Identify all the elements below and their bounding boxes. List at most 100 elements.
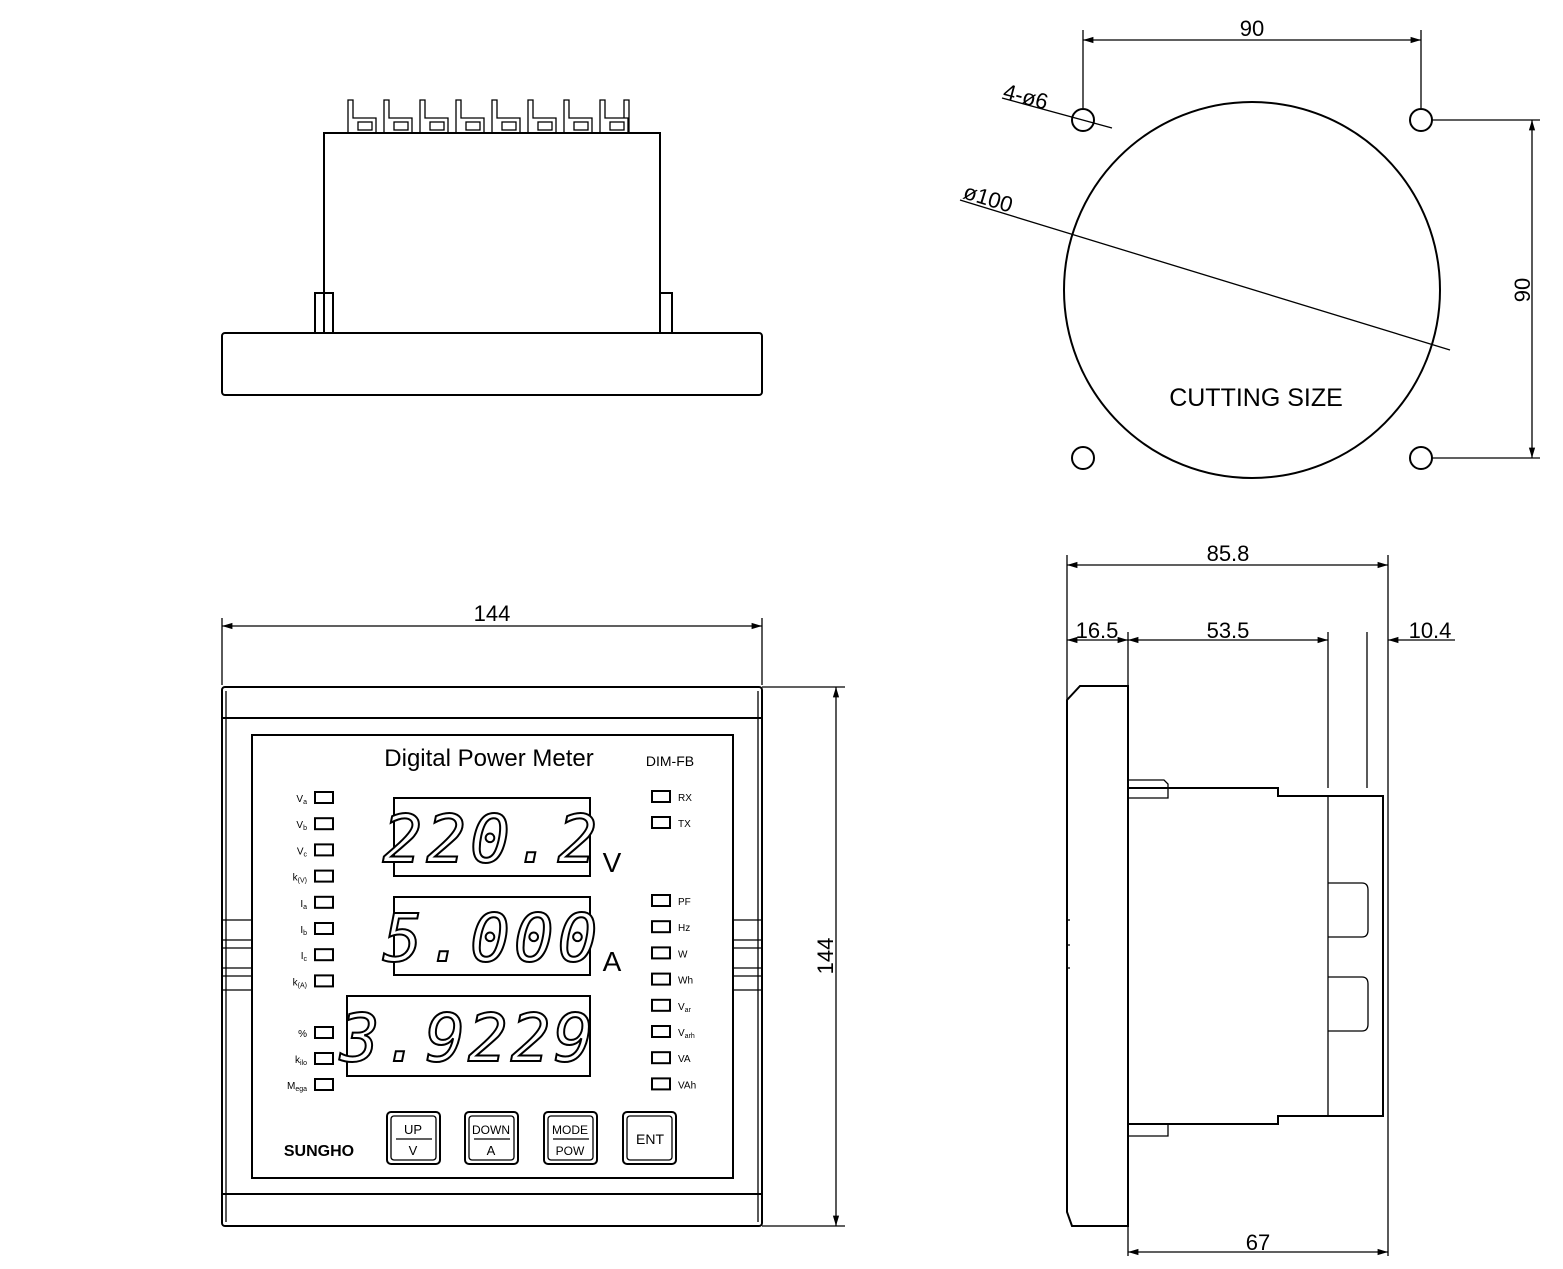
- indicator-led: [314, 791, 334, 804]
- right-indicator: Hz: [651, 920, 690, 934]
- indicator-label: Hz: [678, 923, 690, 934]
- diameter-label: ø100: [961, 179, 1016, 218]
- down-button[interactable]: DOWN A: [464, 1111, 519, 1165]
- indicator-led: [651, 816, 671, 829]
- cutout-height-dimension: 90: [1510, 278, 1535, 302]
- right-indicator: Varh: [651, 1025, 695, 1040]
- indicator-label: Wh: [678, 976, 693, 987]
- mount-hole: [1071, 108, 1095, 132]
- right-indicator: VA: [651, 1051, 691, 1065]
- indicator-label: %: [298, 1029, 307, 1040]
- right-indicator: W: [651, 946, 688, 960]
- left-indicator: Ib: [300, 922, 334, 937]
- indicator-led: [314, 895, 334, 909]
- hole-size-label: 4-ø6: [1001, 79, 1051, 115]
- indicator-label: VAh: [678, 1080, 696, 1091]
- indicator-led: [651, 998, 671, 1012]
- voltage-readout: 220.2: [383, 801, 602, 878]
- indicator-label: k(A): [293, 977, 307, 989]
- indicator-label: VA: [678, 1054, 691, 1065]
- left-indicator: k(V): [293, 869, 334, 885]
- side-total-dimension: 85.8: [1207, 541, 1250, 566]
- indicator-led: [651, 946, 671, 960]
- panel-cutout: 90 90 4-ø6 ø100 CUTTING SIZE: [959, 16, 1540, 479]
- enter-button-label: ENT: [636, 1131, 664, 1147]
- indicator-led: [651, 920, 671, 934]
- mount-hole: [1409, 446, 1433, 470]
- comm-indicator: RX: [651, 790, 692, 804]
- indicator-led: [314, 1052, 334, 1065]
- indicator-label: W: [678, 949, 688, 960]
- voltage-unit: V: [603, 847, 622, 878]
- indicator-label: Vb: [296, 820, 307, 832]
- indicator-led: [314, 1026, 334, 1039]
- terminal: [527, 99, 557, 133]
- mode-button-sublabel: POW: [556, 1144, 585, 1158]
- indicator-label: Vc: [297, 846, 308, 858]
- indicator-label: Varh: [678, 1028, 695, 1040]
- down-button-sublabel: A: [487, 1143, 496, 1158]
- indicator-label: Va: [296, 794, 307, 806]
- indicator-label: kilo: [295, 1055, 307, 1067]
- left-indicator: kilo: [295, 1052, 334, 1067]
- indicator-led: [651, 894, 671, 907]
- side-rear-dimension: 10.4: [1409, 618, 1452, 643]
- indicator-led: [314, 843, 334, 857]
- mode-button[interactable]: MODE POW: [543, 1111, 598, 1165]
- indicator-led: [651, 1051, 671, 1065]
- side-front-dimension: 16.5: [1076, 618, 1119, 643]
- comm-indicator: TX: [651, 816, 691, 830]
- indicator-led: [651, 972, 671, 986]
- left-indicator: Va: [296, 791, 334, 806]
- terminal-block: [347, 99, 630, 133]
- mount-hole: [1409, 108, 1433, 132]
- left-indicator: Ic: [301, 948, 334, 963]
- indicator-label: RX: [678, 793, 692, 804]
- indicator-led: [651, 1025, 671, 1038]
- indicator-led: [314, 922, 334, 935]
- enter-button[interactable]: ENT: [622, 1111, 677, 1165]
- side-bottom-dimension: 67: [1246, 1230, 1270, 1255]
- indicator-led: [314, 948, 334, 962]
- indicator-led: [314, 869, 334, 883]
- display-current: [393, 896, 591, 976]
- top-view: [221, 99, 763, 396]
- meter-title: Digital Power Meter: [384, 745, 593, 772]
- left-indicator: Mega: [287, 1078, 334, 1093]
- terminal: [383, 99, 413, 133]
- side-view: 85.8 16.5 53.5 10.4 67: [1066, 541, 1455, 1256]
- terminal: [491, 99, 521, 133]
- indicator-led: [314, 817, 334, 831]
- indicator-label: Mega: [287, 1081, 307, 1093]
- current-readout: 5.000: [383, 900, 602, 977]
- display-voltage: [393, 797, 591, 877]
- front-height-dimension: 144: [813, 938, 838, 975]
- brand-logo: SUNGHO: [284, 1143, 354, 1160]
- left-indicator: Ia: [300, 895, 334, 911]
- right-indicator: VAh: [651, 1077, 696, 1091]
- up-button-label: UP: [404, 1122, 422, 1137]
- indicator-led: [314, 974, 334, 988]
- terminal: [599, 99, 629, 133]
- model-label: DIM-FB: [646, 753, 694, 769]
- indicator-led: [314, 1078, 334, 1091]
- terminal: [563, 99, 593, 133]
- left-indicator: Vb: [296, 817, 334, 832]
- indicator-label: Ia: [300, 899, 307, 911]
- left-indicator: %: [298, 1026, 334, 1040]
- up-button-sublabel: V: [409, 1143, 418, 1158]
- power-readout: 3.9229: [339, 1000, 596, 1077]
- side-body-dimension: 53.5: [1207, 618, 1250, 643]
- mount-hole: [1071, 446, 1095, 470]
- right-indicator: Wh: [651, 972, 693, 987]
- right-indicator: PF: [651, 894, 691, 908]
- left-indicator: k(A): [293, 974, 334, 989]
- up-button[interactable]: UP V: [386, 1111, 441, 1165]
- front-width-dimension: 144: [474, 601, 511, 626]
- terminal: [419, 99, 449, 133]
- cutting-size-caption: CUTTING SIZE: [1169, 384, 1343, 412]
- current-unit: A: [603, 946, 622, 977]
